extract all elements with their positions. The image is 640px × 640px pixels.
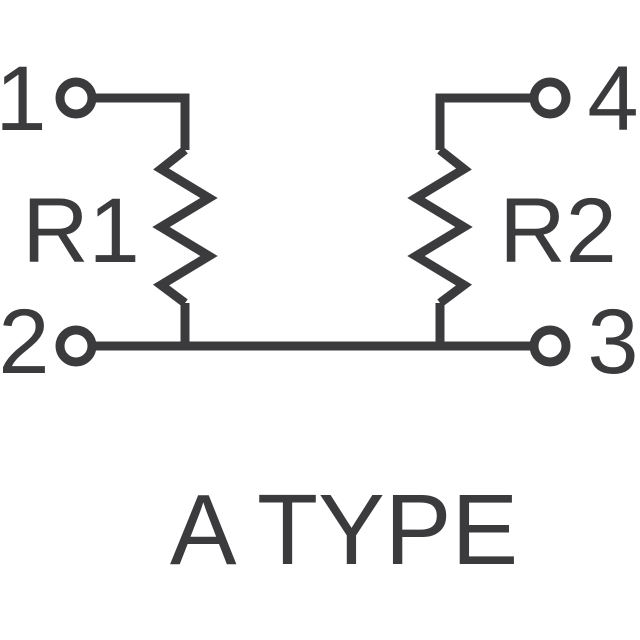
schematic-title: A TYPE bbox=[170, 474, 518, 586]
pin2-label: 2 bbox=[0, 291, 50, 393]
resistor-r2-label: R2 bbox=[499, 180, 617, 282]
pin3-terminal-circle bbox=[529, 325, 571, 367]
terminal-group bbox=[55, 77, 571, 367]
wire-pin4-lead bbox=[435, 93, 532, 150]
wire-group bbox=[94, 93, 532, 351]
pin3-label: 3 bbox=[587, 291, 638, 393]
resistor-r1-label: R1 bbox=[22, 180, 140, 282]
pin2-terminal-circle bbox=[55, 325, 97, 367]
pin1-terminal-circle bbox=[55, 77, 97, 119]
resistor-r2-zigzag bbox=[407, 146, 473, 307]
wire-pin1-lead bbox=[94, 93, 190, 150]
pin4-terminal-circle bbox=[529, 77, 571, 119]
resistor-r1-zigzag bbox=[152, 146, 218, 307]
label-group: 1 2 3 4 R1 R2 A TYPE bbox=[0, 48, 639, 586]
pin4-label: 4 bbox=[587, 48, 638, 150]
pin1-label: 1 bbox=[0, 48, 47, 150]
